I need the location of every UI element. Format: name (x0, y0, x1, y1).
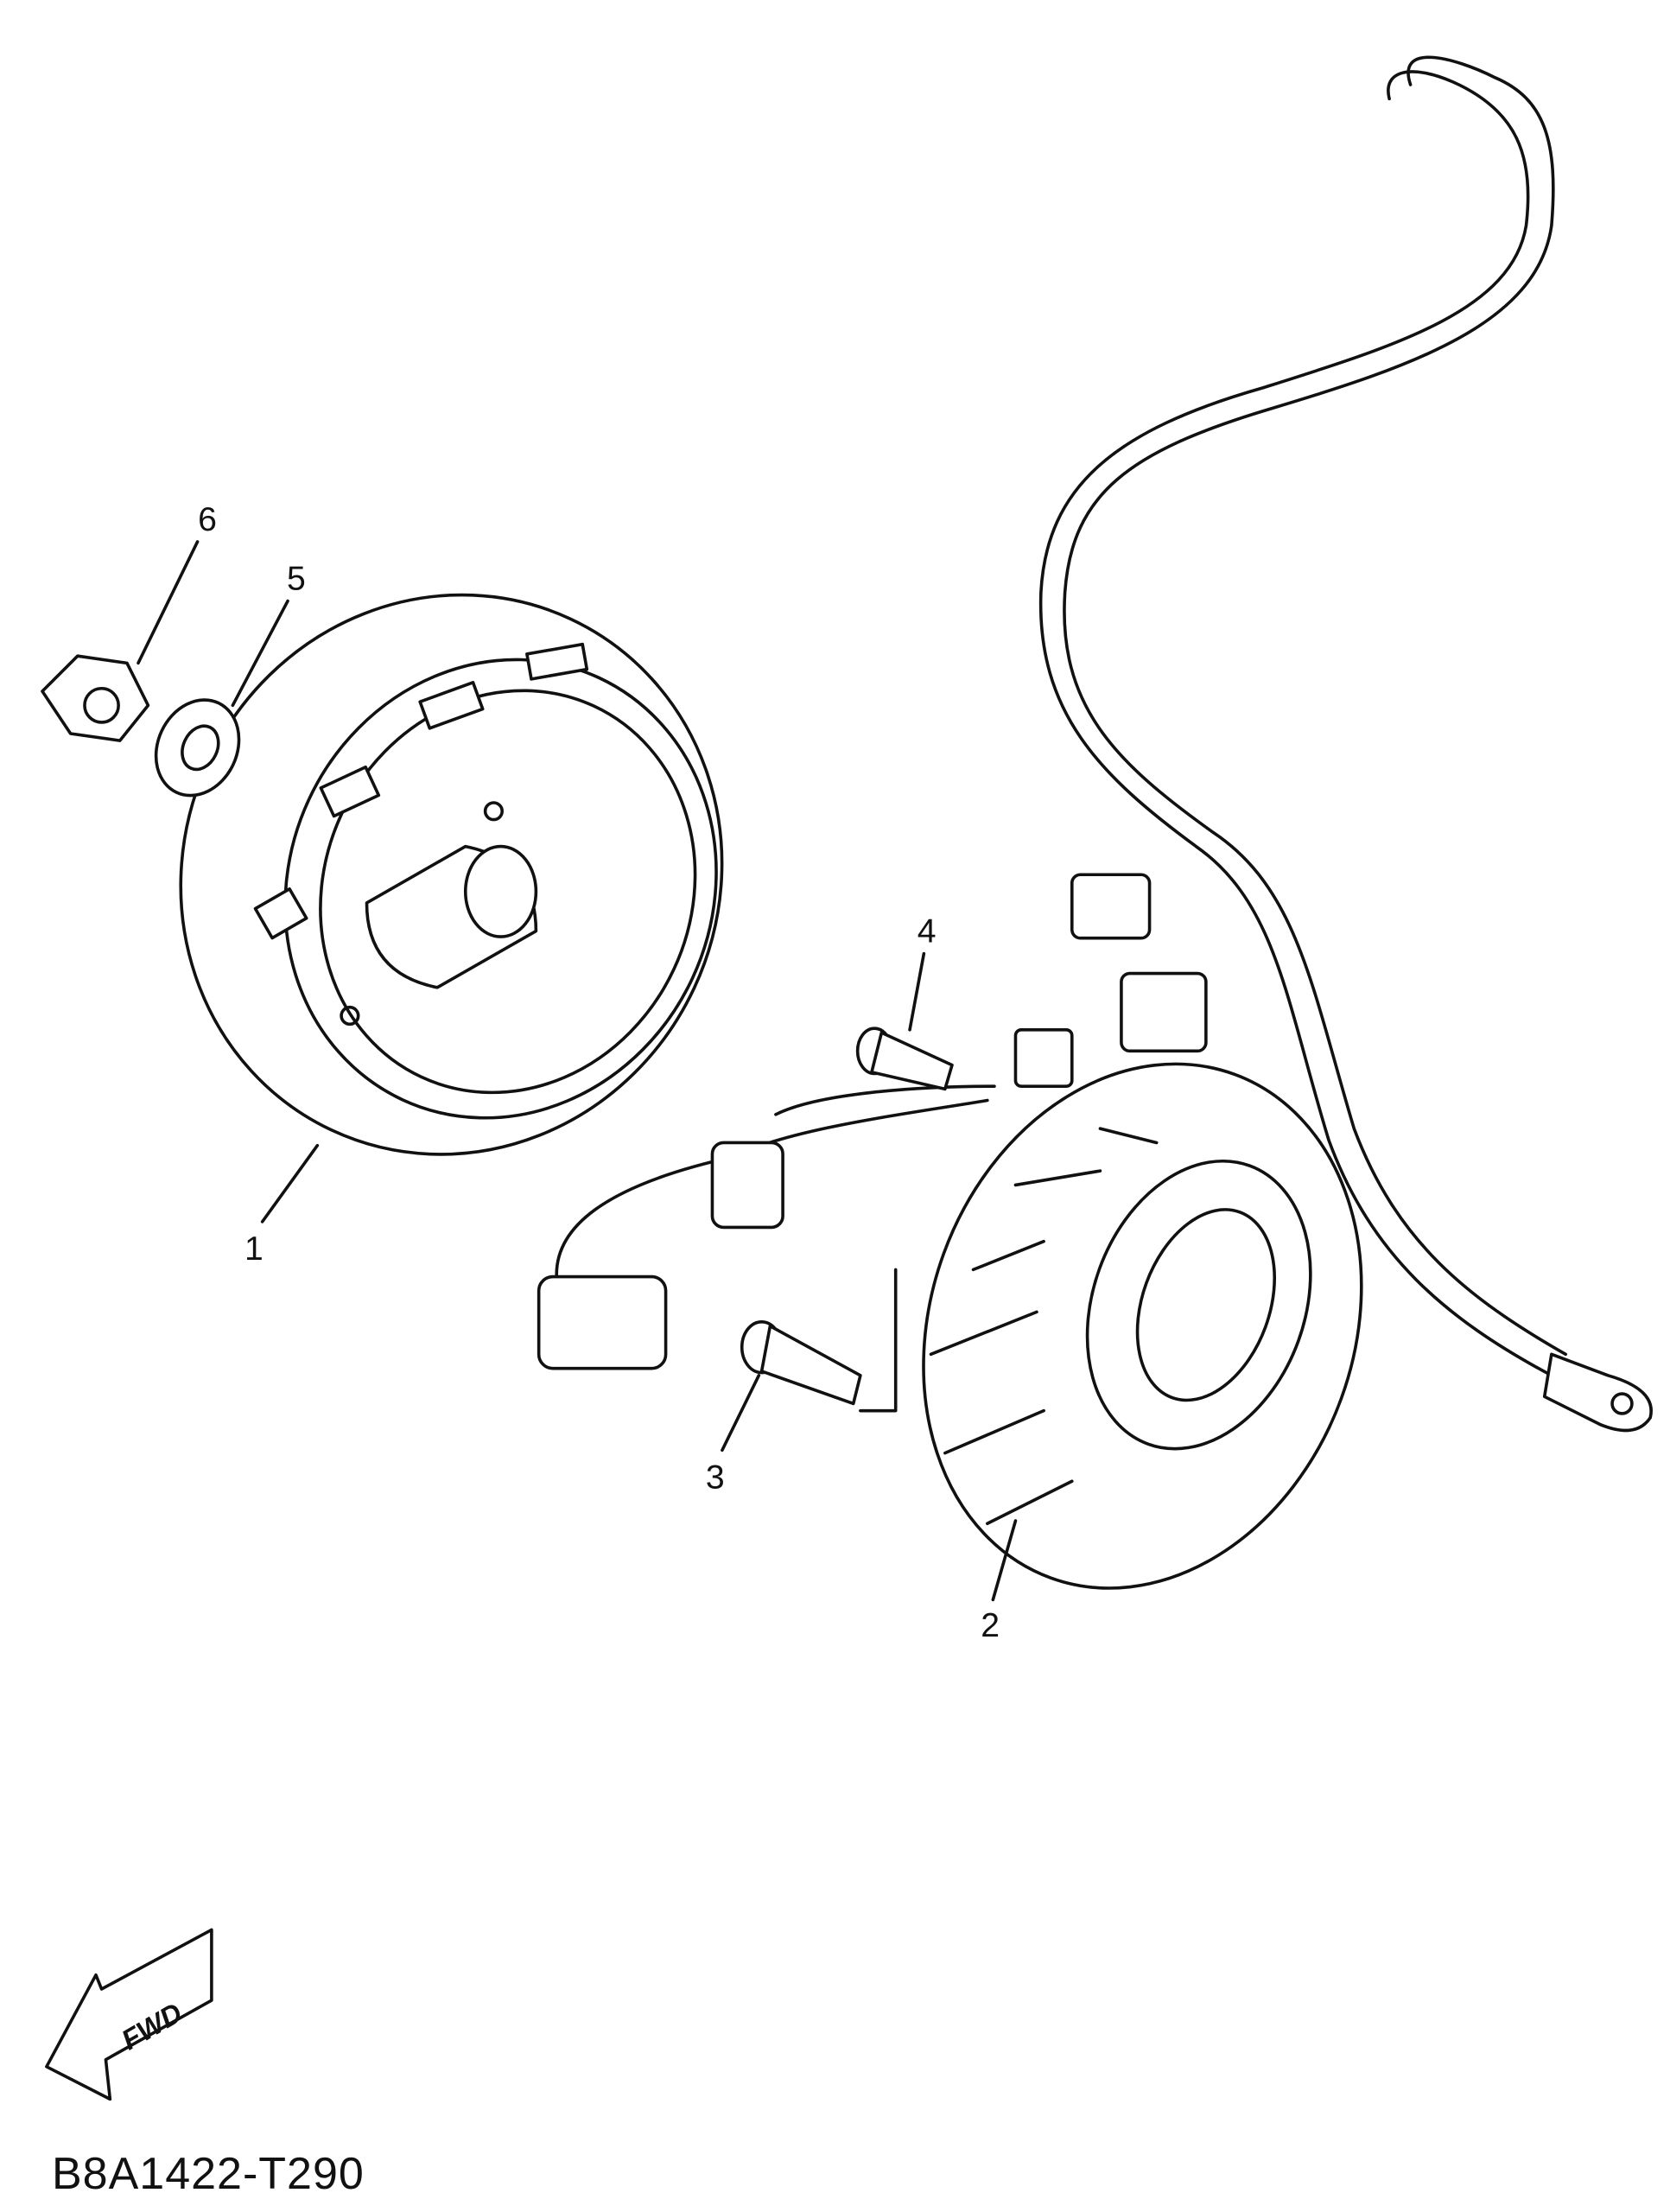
callout-6: 6 (198, 501, 217, 538)
callout-3: 3 (706, 1459, 725, 1496)
drawing-code: B8A1422-T290 (52, 2149, 365, 2199)
ring-terminal (1542, 1352, 1653, 1433)
leader-lines (137, 540, 1018, 1602)
fwd-arrow-icon: FWD (45, 1928, 213, 2101)
washer (154, 698, 241, 798)
rotor-flywheel (179, 593, 724, 1156)
callout-2: 2 (981, 1607, 1000, 1644)
wire-harness (1038, 55, 1653, 1433)
nut (41, 654, 150, 742)
stator (859, 1062, 1363, 1590)
callout-4: 4 (918, 913, 937, 950)
bolt-3 (740, 1319, 862, 1406)
connectors (537, 873, 1208, 1370)
bolt-4 (855, 1027, 954, 1091)
callout-5: 5 (287, 560, 306, 597)
callout-1: 1 (244, 1230, 264, 1268)
